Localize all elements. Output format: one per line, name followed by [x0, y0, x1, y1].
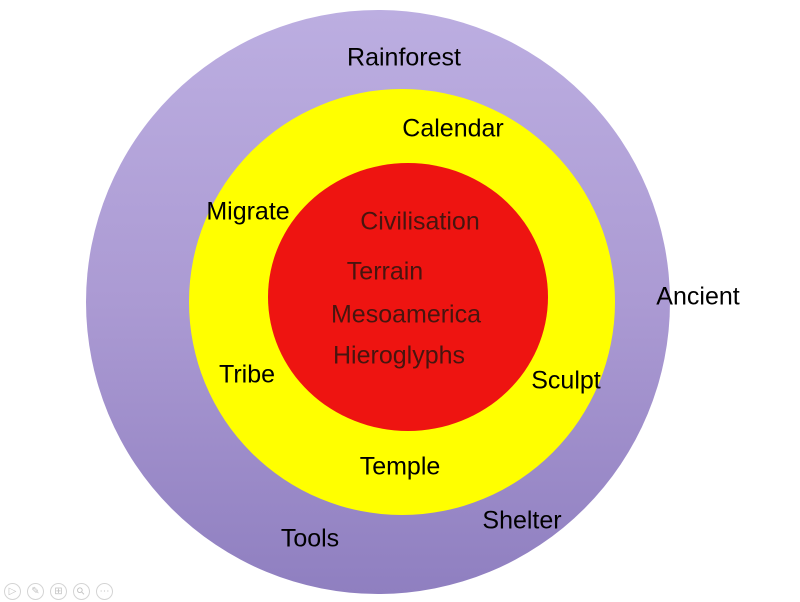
label-tribe: Tribe — [218, 360, 276, 389]
label-temple: Temple — [359, 452, 441, 481]
label-terrain: Terrain — [346, 257, 424, 286]
play-glyph: ▷ — [8, 585, 17, 597]
inner-circle — [268, 163, 548, 431]
label-hieroglyphs: Hieroglyphs — [332, 341, 466, 370]
zoom-icon[interactable]: ⚲ — [73, 583, 90, 600]
label-sculpt: Sculpt — [531, 366, 601, 395]
label-civilisation: Civilisation — [360, 207, 480, 236]
label-shelter: Shelter — [482, 506, 562, 535]
pen-glyph: ✎ — [31, 585, 40, 597]
zoom-glyph: ⚲ — [74, 584, 88, 598]
pen-icon[interactable]: ✎ — [27, 583, 44, 600]
play-icon[interactable]: ▷ — [4, 583, 21, 600]
slides-grid-glyph: ⊞ — [54, 585, 63, 597]
label-tools: Tools — [280, 524, 340, 553]
more-glyph: ⋯ — [99, 585, 110, 597]
slides-grid-icon[interactable]: ⊞ — [50, 583, 67, 600]
presentation-toolbar: ▷ ✎ ⊞ ⚲ ⋯ — [4, 583, 113, 600]
label-ancient: Ancient — [656, 282, 740, 311]
label-mesoamerica: Mesoamerica — [330, 300, 482, 329]
more-icon[interactable]: ⋯ — [96, 583, 113, 600]
label-calendar: Calendar — [402, 114, 504, 143]
label-rainforest: Rainforest — [347, 43, 461, 72]
label-migrate: Migrate — [206, 197, 290, 226]
